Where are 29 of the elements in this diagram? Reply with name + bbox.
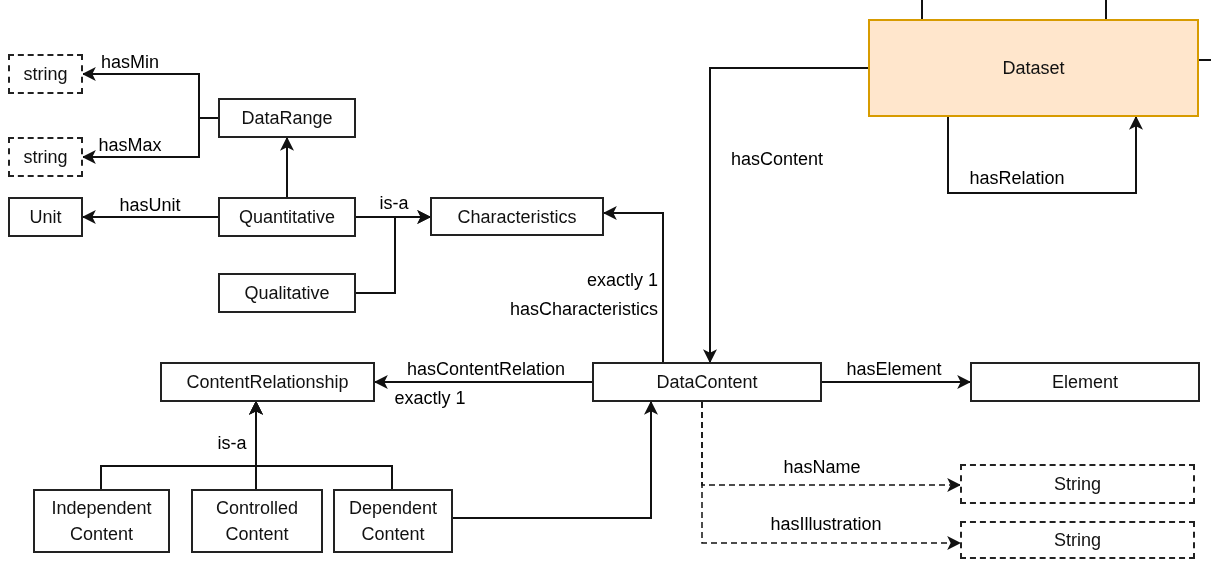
connector-line: [1198, 59, 1211, 61]
class-box: Dependent Content: [333, 489, 453, 553]
class-box: Characteristics: [430, 197, 604, 236]
datatype-box: string: [8, 54, 83, 94]
arrow: [947, 115, 1143, 194]
class-box: Independent Content: [33, 489, 170, 553]
datatype-box: String: [960, 464, 1195, 504]
cardinality-label: exactly 1: [393, 388, 467, 408]
class-box: ContentRelationship: [160, 362, 375, 402]
class-box: Qualitative: [218, 273, 356, 313]
arrow: [249, 400, 393, 490]
connector-line: [1105, 0, 1107, 20]
class-box: Element: [970, 362, 1200, 402]
arrow: [452, 400, 658, 519]
arrow: [703, 67, 869, 364]
arrow: [355, 210, 432, 294]
arrow: [280, 136, 294, 198]
arrow: [701, 401, 962, 550]
datatype-box: String: [960, 521, 1195, 559]
class-box: DataRange: [218, 98, 356, 138]
arrow: [821, 375, 972, 389]
class-box: DataContent: [592, 362, 822, 402]
cardinality-label: exactly 1: [585, 270, 659, 290]
datatype-box: string: [8, 137, 83, 177]
class-box: Controlled Content: [191, 489, 323, 553]
class-box: Dataset: [868, 19, 1199, 117]
class-box: Quantitative: [218, 197, 356, 237]
connector-line: [921, 0, 923, 20]
class-box: Unit: [8, 197, 83, 237]
